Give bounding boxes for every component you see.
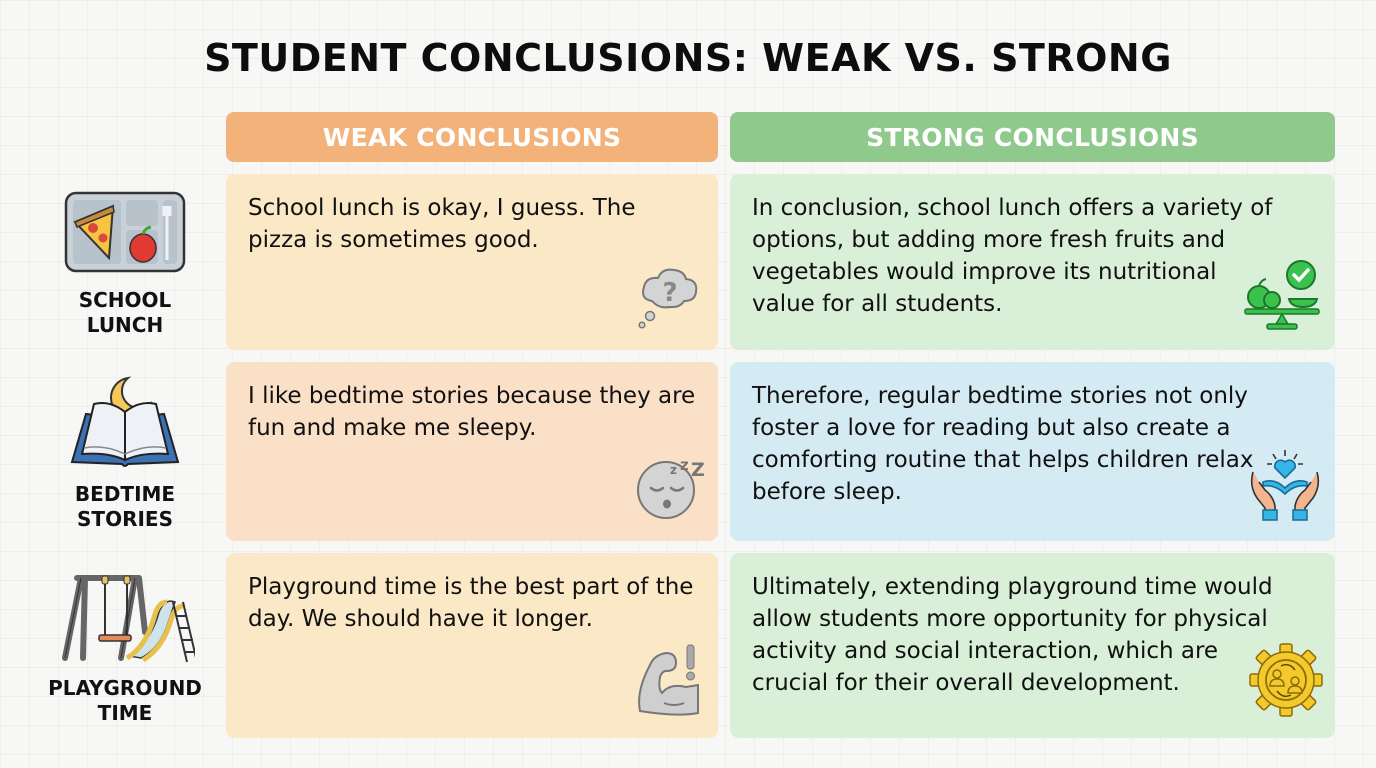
row-label-playground-time: PLAYGROUND TIME: [30, 572, 220, 726]
svg-text:z: z: [670, 463, 677, 477]
row-label-bedtime-stories: BEDTIME STORIES: [30, 372, 220, 532]
lunch-tray-icon: [30, 190, 220, 274]
conclusion-text: School lunch is okay, I guess. The pizza…: [248, 195, 636, 253]
conclusion-text: In conclusion, school lunch offers a var…: [752, 195, 1273, 317]
strong-conclusion-playground-time: Ultimately, extending playground time wo…: [730, 553, 1335, 738]
page-title: STUDENT CONCLUSIONS: WEAK VS. STRONG: [204, 36, 1172, 80]
weak-conclusion-school-lunch: School lunch is okay, I guess. The pizza…: [226, 174, 718, 350]
svg-text:z: z: [680, 456, 689, 474]
strong-column-header: STRONG CONCLUSIONS: [730, 112, 1335, 162]
row-label-school-lunch: SCHOOL LUNCH: [30, 190, 220, 338]
conclusion-text: I like bedtime stories because they are …: [248, 383, 696, 441]
weak-column-header: WEAK CONCLUSIONS: [226, 112, 718, 162]
row-topic: SCHOOL LUNCH: [78, 288, 172, 337]
weak-conclusion-bedtime-stories: I like bedtime stories because they are …: [226, 362, 718, 541]
svg-text:?: ?: [662, 278, 677, 308]
weak-conclusion-playground-time: Playground time is the best part of the …: [226, 553, 718, 738]
sleeping-face-icon: z z Z: [634, 452, 706, 529]
strong-conclusion-school-lunch: In conclusion, school lunch offers a var…: [730, 174, 1335, 350]
hands-book-heart-icon: [1247, 446, 1323, 531]
conclusion-text: Playground time is the best part of the …: [248, 574, 694, 632]
row-topic: PLAYGROUND TIME: [48, 676, 202, 725]
conclusion-text: Therefore, regular bedtime stories not o…: [752, 383, 1254, 505]
gear-people-icon: [1249, 643, 1323, 726]
balance-scale-check-icon: [1241, 259, 1323, 340]
strong-conclusion-bedtime-stories: Therefore, regular bedtime stories not o…: [730, 362, 1335, 541]
conclusion-text: Ultimately, extending playground time wo…: [752, 574, 1273, 696]
thought-bubble-question-icon: ?: [634, 261, 704, 340]
open-book-moon-icon: [30, 372, 220, 472]
flexed-bicep-exclamation-icon: [636, 641, 702, 726]
row-topic: BEDTIME STORIES: [74, 482, 176, 531]
svg-text:Z: Z: [691, 459, 705, 481]
swing-slide-icon: [30, 572, 220, 666]
